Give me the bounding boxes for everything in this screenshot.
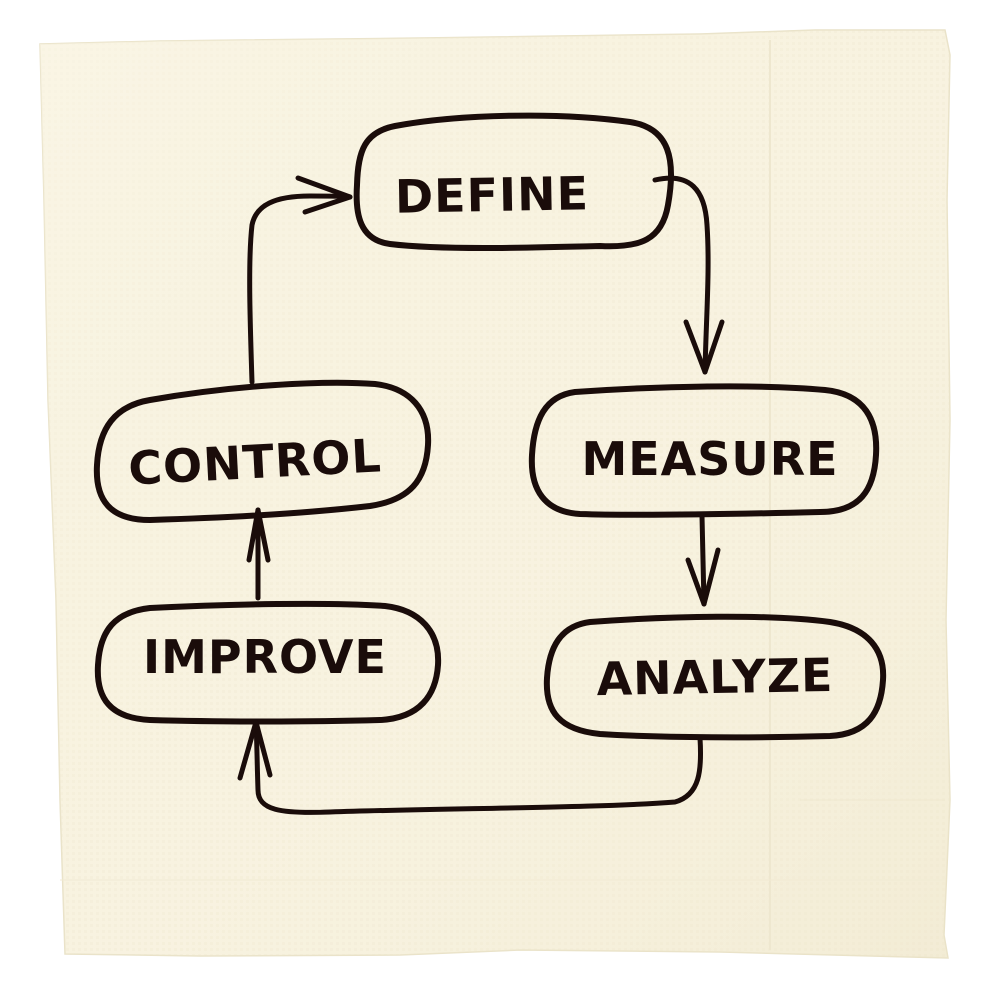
node-box-define <box>353 112 675 251</box>
node-box-control <box>93 379 432 523</box>
node-box-analyze <box>543 613 887 741</box>
node-label-analyze: ANALYZE <box>596 647 834 707</box>
arrow-control-to-define <box>247 175 353 385</box>
node-label-define: DEFINE <box>394 166 590 224</box>
node-label-measure: MEASURE <box>581 432 839 486</box>
node-box-improve <box>94 600 442 725</box>
arrow-measure-to-analyze <box>685 513 721 607</box>
node-box-measure <box>528 383 880 518</box>
node-label-improve: IMPROVE <box>143 630 387 684</box>
arrow-analyze-to-improve <box>237 719 704 815</box>
napkin-paper <box>39 29 951 959</box>
arrow-define-to-measure <box>652 175 725 375</box>
arrow-improve-to-control <box>246 507 271 601</box>
